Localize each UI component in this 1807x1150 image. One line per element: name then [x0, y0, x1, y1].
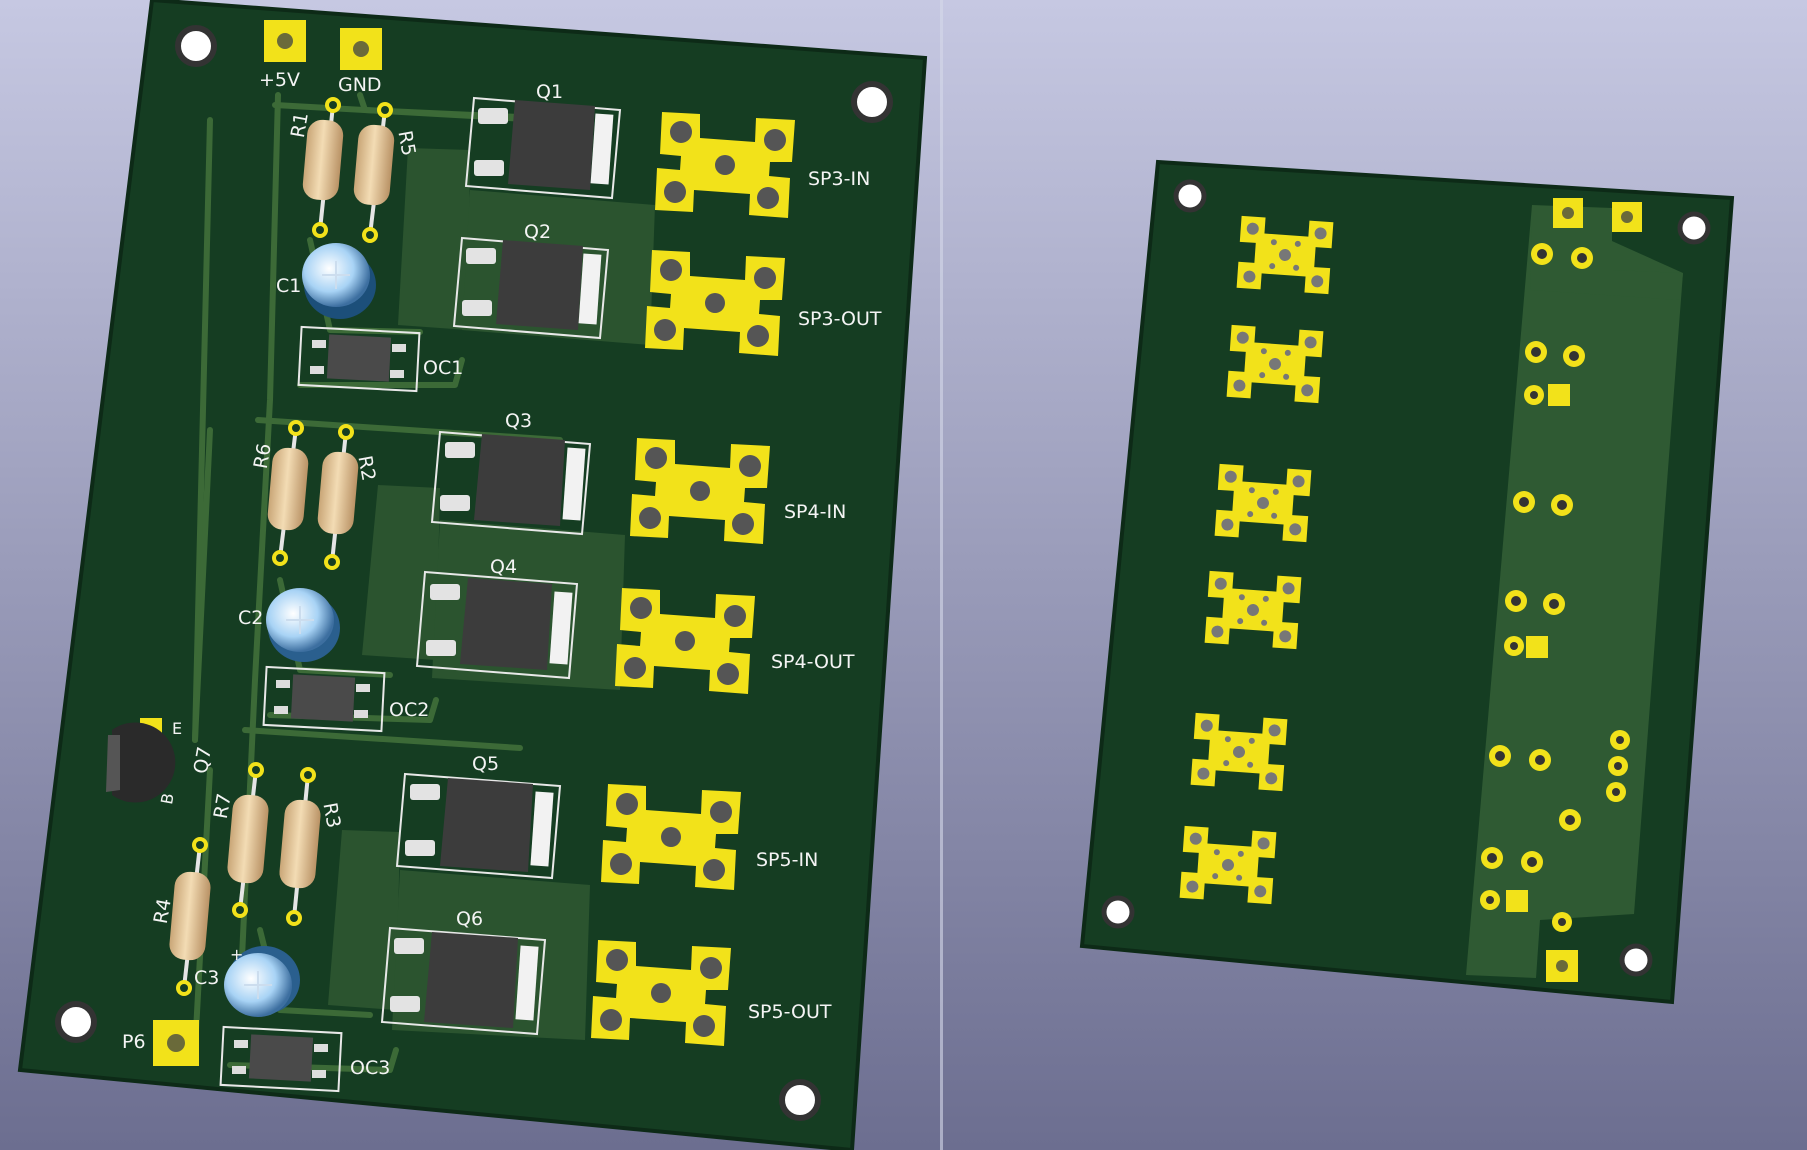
optocoupler-oc1[interactable]: OC1 — [297, 325, 464, 393]
sp4-in-label: SP4-IN — [784, 501, 846, 523]
oc2-label: OC2 — [389, 699, 429, 721]
back-mounting-holes — [1101, 179, 1711, 977]
back-vias — [1480, 198, 1642, 982]
channel-group-3: R7 R3 R4 + C3 — [122, 753, 832, 1093]
mosfet-q5[interactable]: Q5 — [395, 753, 562, 880]
back-terminal-pad — [1236, 215, 1334, 295]
back-terminal-pad — [1204, 570, 1302, 650]
oc1-label: OC1 — [423, 357, 463, 379]
r4-label: R4 — [150, 897, 176, 926]
q3-label: Q3 — [505, 410, 532, 432]
mosfet-q4[interactable]: Q4 — [415, 556, 579, 680]
r1-label: R1 — [287, 111, 313, 140]
resistor-r1[interactable]: R1 — [287, 97, 345, 238]
terminal-sp4-out[interactable]: SP4-OUT — [615, 588, 855, 694]
resistor-r7[interactable]: R7 — [210, 762, 270, 918]
capacitor-c2[interactable]: C2 — [238, 588, 340, 662]
oc3-label: OC3 — [350, 1057, 390, 1079]
sp3-out-label: SP3-OUT — [798, 308, 882, 330]
sp5-out-label: SP5-OUT — [748, 1001, 832, 1023]
r2-label: R2 — [353, 454, 379, 483]
back-ground-plane — [1466, 205, 1683, 978]
back-terminal-pad — [1179, 825, 1277, 905]
c3-label: C3 — [194, 967, 219, 989]
c3-polarity-mark: + — [230, 945, 243, 964]
pin-gnd-label: GND — [338, 74, 382, 96]
q5-label: Q5 — [472, 753, 499, 775]
q6-label: Q6 — [456, 908, 483, 930]
pin-5v-label: +5V — [259, 69, 300, 91]
q2-label: Q2 — [524, 221, 551, 243]
back-terminal-pad — [1214, 463, 1312, 543]
mounting-holes — [55, 25, 893, 1121]
view-divider — [940, 0, 943, 1150]
q4-label: Q4 — [490, 556, 517, 578]
q1-label: Q1 — [536, 81, 563, 103]
back-board — [1079, 159, 1735, 1005]
transistor-q7[interactable]: E B Q7 — [106, 718, 216, 806]
terminal-sp4-in[interactable]: SP4-IN — [630, 438, 846, 544]
back-terminal-pad — [1190, 712, 1288, 792]
mosfet-q1[interactable]: Q1 — [464, 81, 622, 200]
channel-group-1: R1 R5 C1 OC1 — [276, 81, 882, 393]
terminal-sp5-out[interactable]: SP5-OUT — [591, 940, 832, 1046]
mosfet-q2[interactable]: Q2 — [452, 221, 610, 340]
c1-label: C1 — [276, 275, 301, 297]
connector-p6[interactable]: P6 — [122, 1020, 199, 1066]
sp4-out-label: SP4-OUT — [771, 651, 855, 673]
channel-group-2: R6 R2 C2 OC2 — [238, 410, 855, 733]
back-terminal-pad — [1226, 324, 1324, 404]
front-board: +5V GND R1 R5 — [17, 0, 928, 1150]
mosfet-q6[interactable]: Q6 — [380, 908, 547, 1036]
mosfet-q3[interactable]: Q3 — [430, 410, 592, 536]
power-header: +5V GND — [259, 20, 382, 96]
r6-label: R6 — [250, 442, 276, 471]
optocoupler-oc2[interactable]: OC2 — [262, 665, 430, 733]
capacitor-c1[interactable]: C1 — [276, 243, 376, 319]
resistor-r3[interactable]: R3 — [278, 767, 345, 926]
q7-pin-e-label: E — [172, 719, 182, 738]
back-ground-plane-top — [1530, 205, 1683, 300]
terminal-sp5-in[interactable]: SP5-IN — [601, 784, 818, 890]
q7-pin-b-label: B — [157, 792, 178, 806]
resistor-r4[interactable]: R4 — [150, 837, 212, 996]
c2-label: C2 — [238, 607, 263, 629]
p6-label: P6 — [122, 1031, 146, 1053]
optocoupler-oc3[interactable]: OC3 — [219, 1025, 391, 1093]
resistor-r6[interactable]: R6 — [250, 420, 310, 566]
resistor-r5[interactable]: R5 — [353, 102, 420, 243]
resistor-r2[interactable]: R2 — [316, 424, 380, 570]
r3-label: R3 — [318, 801, 344, 830]
capacitor-c3[interactable]: + C3 — [194, 945, 300, 1017]
back-terminal-pads — [1179, 215, 1334, 905]
r7-label: R7 — [210, 792, 236, 821]
sp5-in-label: SP5-IN — [756, 849, 818, 871]
sp3-in-label: SP3-IN — [808, 168, 870, 190]
terminal-sp3-out[interactable]: SP3-OUT — [645, 250, 882, 356]
terminal-sp3-in[interactable]: SP3-IN — [655, 112, 870, 218]
r5-label: R5 — [393, 129, 419, 158]
q7-label: Q7 — [190, 745, 216, 775]
